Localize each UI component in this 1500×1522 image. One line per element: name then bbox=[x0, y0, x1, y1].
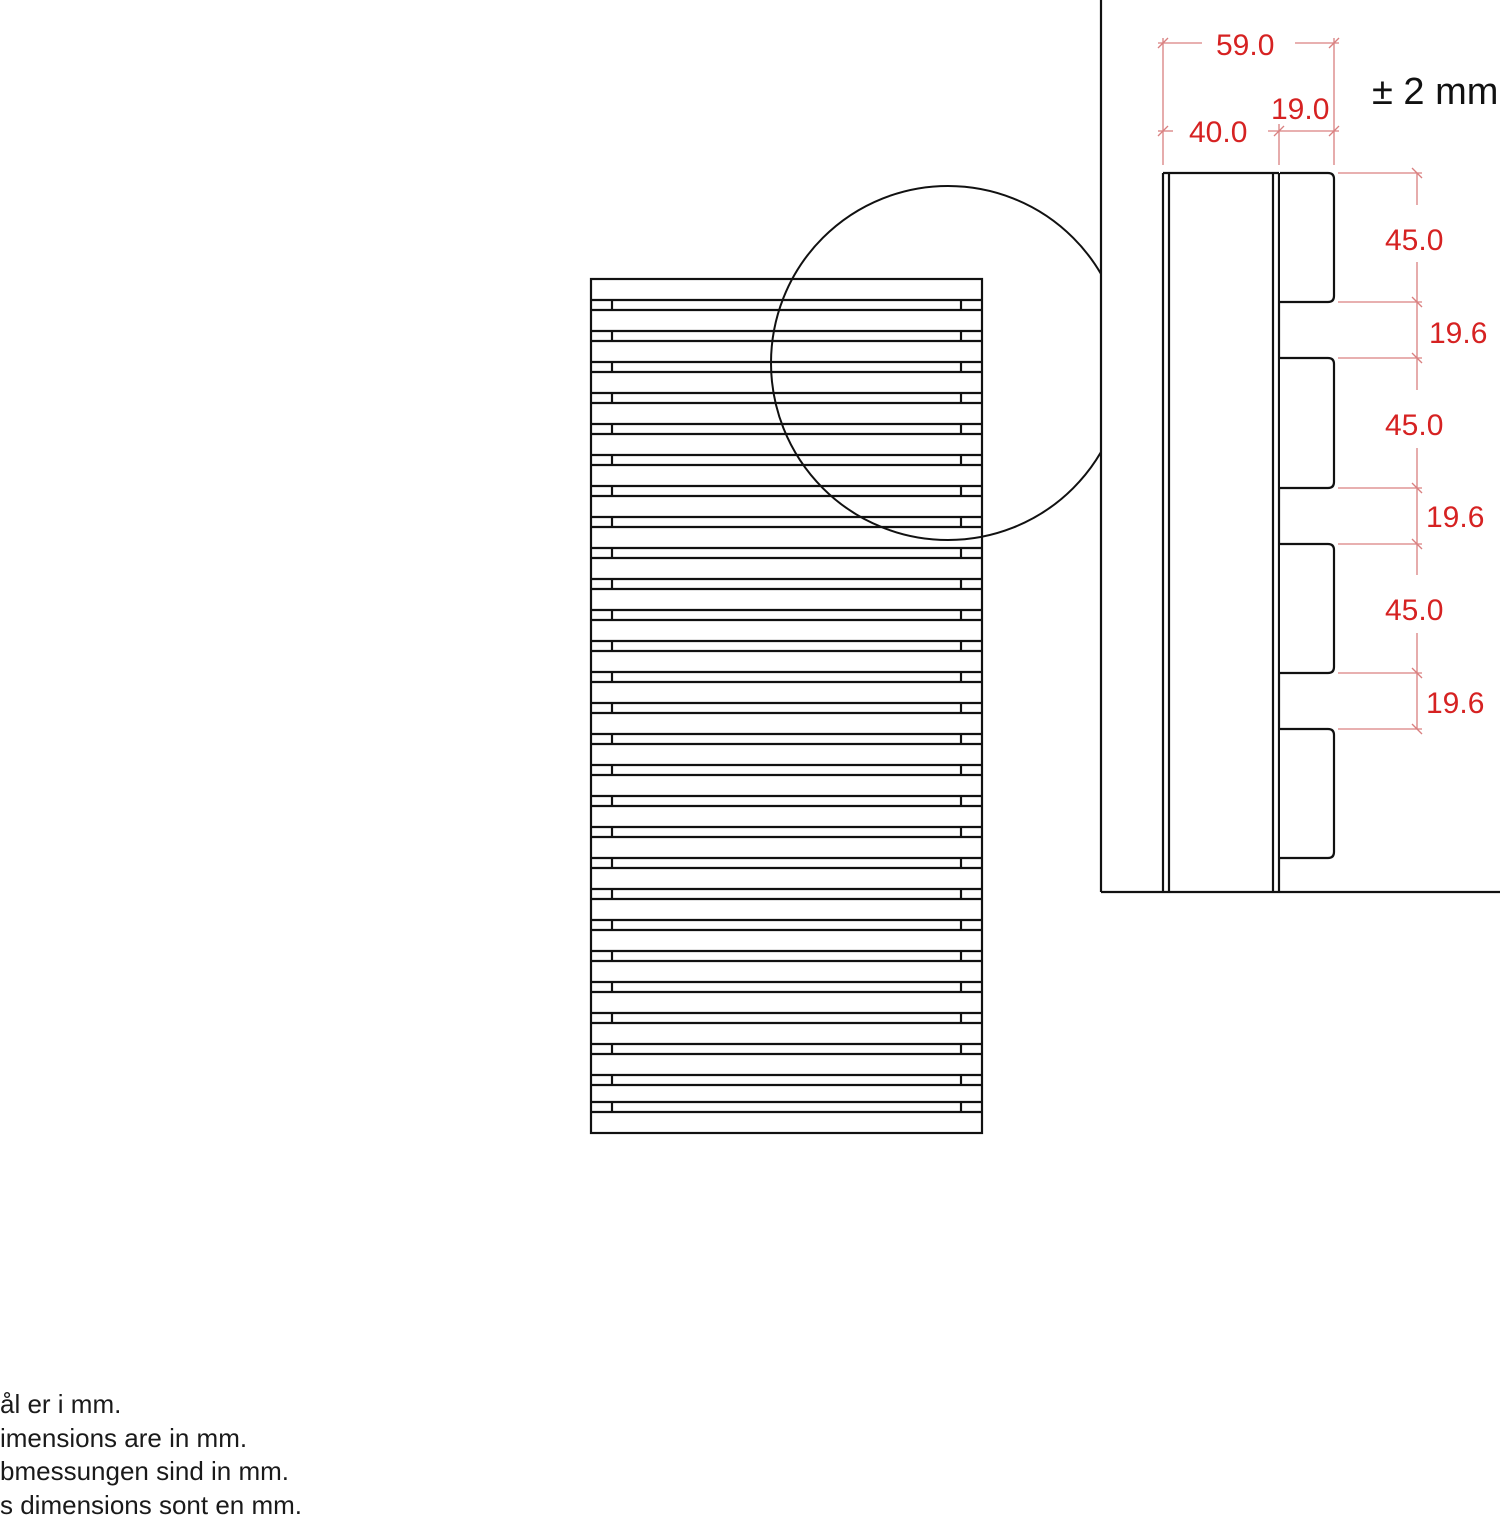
rack-elevation bbox=[591, 279, 982, 1133]
dim-slat-height-2: 45.0 bbox=[1385, 409, 1443, 442]
dim-slat-depth: 19.0 bbox=[1271, 93, 1329, 126]
detail-view: 59.0 40.0 19.0 45.0 19.6 45.0 19.6 45.0 … bbox=[1101, 0, 1500, 892]
rack-slat-gaps bbox=[591, 300, 982, 1112]
rack-outline bbox=[591, 279, 982, 1133]
dim-overall-depth: 59.0 bbox=[1216, 29, 1274, 62]
units-notes: ål er i mm. imensions are in mm. bmessun… bbox=[0, 1388, 302, 1522]
note-line-fr: s dimensions sont en mm. bbox=[0, 1489, 302, 1522]
note-line-da: ål er i mm. bbox=[0, 1388, 302, 1422]
dim-frame-depth: 40.0 bbox=[1189, 116, 1247, 149]
dim-slat-gap-3: 19.6 bbox=[1426, 687, 1484, 720]
note-line-en: imensions are in mm. bbox=[0, 1422, 302, 1456]
note-line-de: bmessungen sind in mm. bbox=[0, 1455, 302, 1489]
dim-slat-gap-1: 19.6 bbox=[1429, 317, 1487, 350]
dim-slat-height-1: 45.0 bbox=[1385, 224, 1443, 257]
dim-slat-height-3: 45.0 bbox=[1385, 594, 1443, 627]
dim-slat-gap-2: 19.6 bbox=[1426, 501, 1484, 534]
tolerance-label: ± 2 mm bbox=[1372, 71, 1498, 113]
